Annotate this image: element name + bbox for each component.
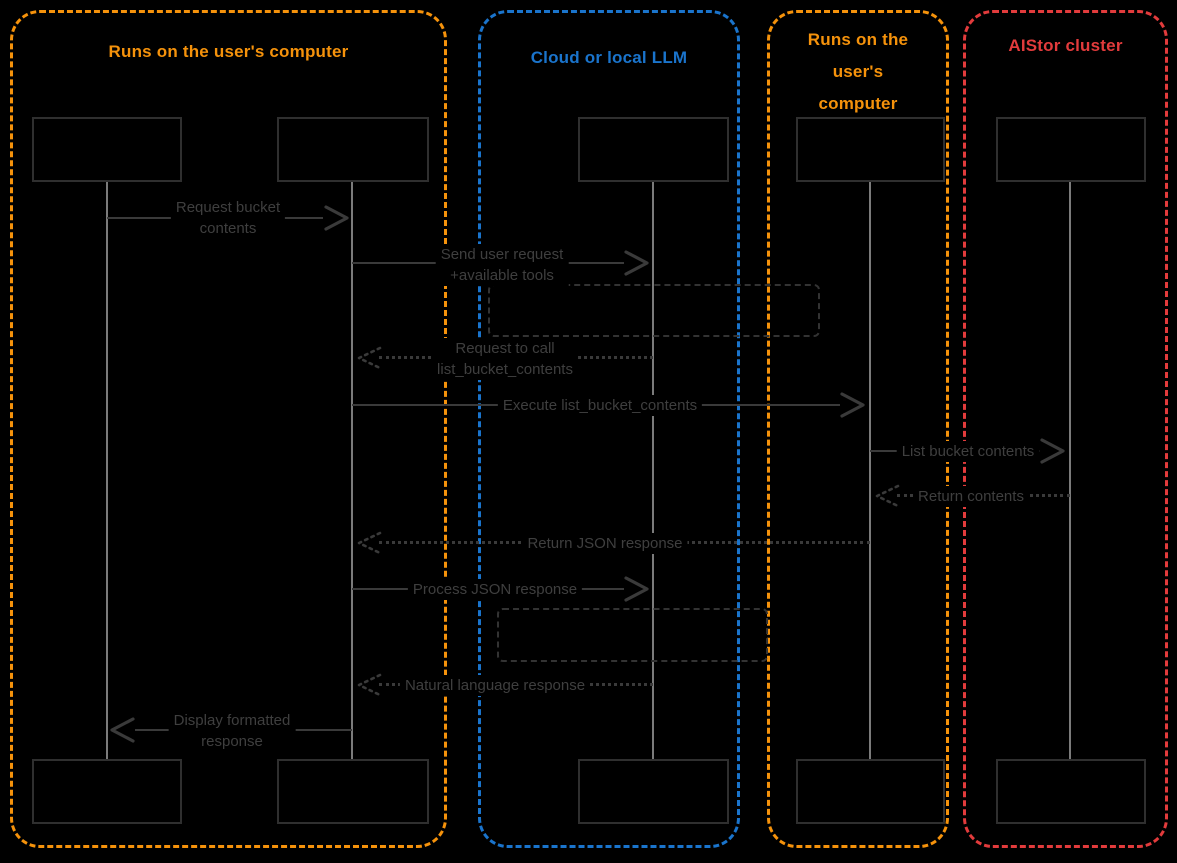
actor-box-top-4 xyxy=(796,117,945,182)
message-9-label: Natural language response xyxy=(399,675,591,696)
actor-box-top-3 xyxy=(578,117,729,182)
actor-box-top-2 xyxy=(277,117,429,182)
message-text: list_bucket_contents xyxy=(437,361,573,378)
message-10-label: Display formatted response xyxy=(168,710,296,752)
self-loop-box-1 xyxy=(488,284,820,337)
actor-box-bottom-4 xyxy=(796,759,945,824)
arrow-right-icon xyxy=(624,576,649,602)
group-title-runs-on-users-computer-left: Runs on the user's computer xyxy=(10,36,447,68)
group-runs-on-users-computer-left xyxy=(10,10,447,848)
arrow-right-icon xyxy=(1040,438,1065,464)
actor-box-top-1 xyxy=(32,117,182,182)
lifeline-3 xyxy=(652,182,654,759)
message-7-label: Return JSON response xyxy=(522,533,688,554)
message-2-label: Send user request +available tools xyxy=(435,244,569,286)
message-text: Execute list_bucket_contents xyxy=(502,397,698,414)
group-aistor-cluster xyxy=(963,10,1168,848)
lifeline-1 xyxy=(106,182,108,759)
actor-box-top-5 xyxy=(996,117,1146,182)
arrow-left-dotted-icon xyxy=(357,673,382,697)
arrow-right-icon xyxy=(324,205,349,231)
group-title-text: AIStor cluster xyxy=(1008,36,1123,55)
message-text: response xyxy=(201,733,263,750)
arrow-right-icon xyxy=(840,392,865,418)
message-text: Display formatted xyxy=(173,712,291,729)
actor-box-bottom-3 xyxy=(578,759,729,824)
message-3-label: Request to call list_bucket_contents xyxy=(432,338,578,380)
message-text: Request to call xyxy=(455,340,555,357)
message-text: Return contents xyxy=(918,488,1024,505)
group-title-text: user's xyxy=(832,62,884,81)
actor-box-bottom-2 xyxy=(277,759,429,824)
arrow-left-dotted-icon xyxy=(357,346,382,370)
group-title-aistor-cluster: AIStor cluster xyxy=(963,30,1168,62)
lifeline-5 xyxy=(1069,182,1071,759)
message-text: +available tools xyxy=(450,267,554,284)
group-title-text: Runs on the xyxy=(807,30,909,49)
group-cloud-or-local-llm xyxy=(478,10,740,848)
message-text: contents xyxy=(199,220,257,237)
arrow-left-dotted-icon xyxy=(357,531,382,555)
message-5-label: List bucket contents xyxy=(896,441,1040,462)
self-loop-box-2 xyxy=(497,608,768,662)
arrow-left-dotted-icon xyxy=(875,484,900,508)
message-text: Process JSON response xyxy=(412,581,578,598)
message-text: List bucket contents xyxy=(901,443,1035,460)
message-text: Send user request xyxy=(440,246,564,263)
lifeline-2 xyxy=(351,182,353,759)
message-8-label: Process JSON response xyxy=(407,579,583,600)
message-4-label: Execute list_bucket_contents xyxy=(497,395,703,416)
group-title-text: Cloud or local LLM xyxy=(530,48,688,67)
group-title-text: Runs on the user's computer xyxy=(108,42,349,61)
group-title-text: computer xyxy=(818,94,898,113)
arrow-right-icon xyxy=(624,250,649,276)
lifeline-4 xyxy=(869,182,871,759)
group-title-runs-on-users-computer-right: Runs on the user's computer xyxy=(767,24,949,120)
arrow-left-icon xyxy=(110,717,135,743)
group-title-cloud-or-local-llm: Cloud or local LLM xyxy=(478,42,740,74)
message-6-label: Return contents xyxy=(913,486,1029,507)
message-text: Request bucket xyxy=(175,199,281,216)
group-runs-on-users-computer-right xyxy=(767,10,949,848)
message-1-label: Request bucket contents xyxy=(170,197,286,239)
message-text: Natural language response xyxy=(404,677,586,694)
actor-box-bottom-5 xyxy=(996,759,1146,824)
actor-box-bottom-1 xyxy=(32,759,182,824)
message-text: Return JSON response xyxy=(527,535,683,552)
